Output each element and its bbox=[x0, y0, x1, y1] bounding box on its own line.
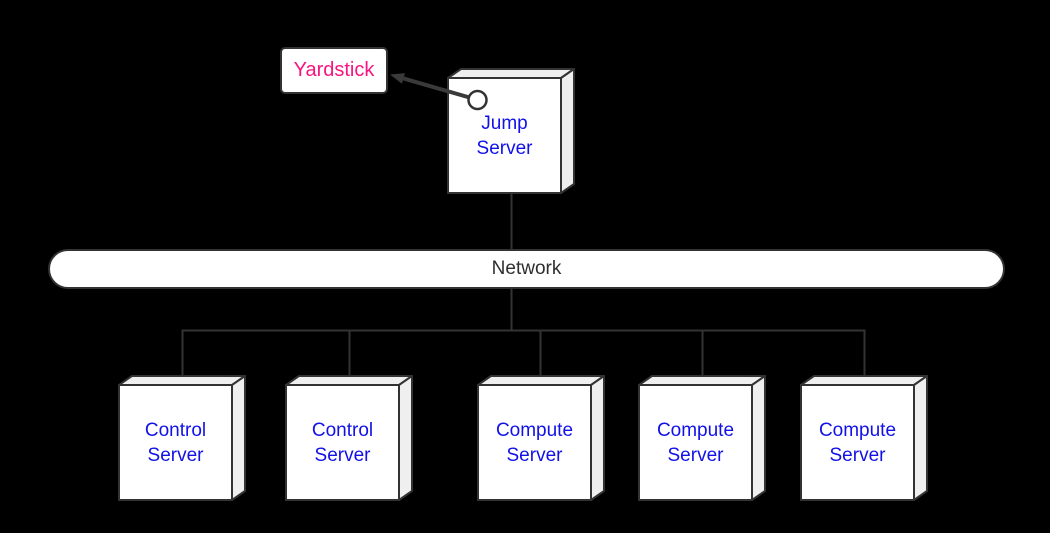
compute-server-node-1: Compute Server bbox=[477, 375, 605, 501]
compute-server-node-3: Compute Server bbox=[800, 375, 928, 501]
server-box-3d-icon bbox=[118, 375, 246, 501]
server-box-3d-icon bbox=[800, 375, 928, 501]
compute-server-label-3: Compute Server bbox=[818, 419, 897, 466]
yardstick-label: Yardstick bbox=[293, 59, 375, 81]
arrow-shaft bbox=[402, 76, 471, 100]
server-box-3d-icon bbox=[638, 375, 766, 501]
compute-server-node-2: Compute Server bbox=[638, 375, 766, 501]
network-label: Network bbox=[491, 258, 562, 279]
control-server-node-2: Control Server bbox=[285, 375, 413, 501]
network-bus: Network bbox=[48, 249, 1005, 289]
yardstick-box: Yardstick bbox=[280, 47, 388, 94]
compute-server-label-2: Compute Server bbox=[656, 419, 735, 466]
server-box-3d-icon bbox=[477, 375, 605, 501]
control-server-label-1: Control Server bbox=[144, 419, 207, 466]
control-server-node-1: Control Server bbox=[118, 375, 246, 501]
compute-server-label-1: Compute Server bbox=[495, 419, 574, 466]
control-server-label-2: Control Server bbox=[311, 419, 374, 466]
server-box-3d-icon bbox=[285, 375, 413, 501]
arrow-head-icon bbox=[390, 73, 405, 84]
port-circle-icon bbox=[467, 89, 488, 111]
jump-server-label: Jump Server bbox=[476, 112, 533, 159]
jump-server-node: Jump Server bbox=[447, 68, 575, 194]
